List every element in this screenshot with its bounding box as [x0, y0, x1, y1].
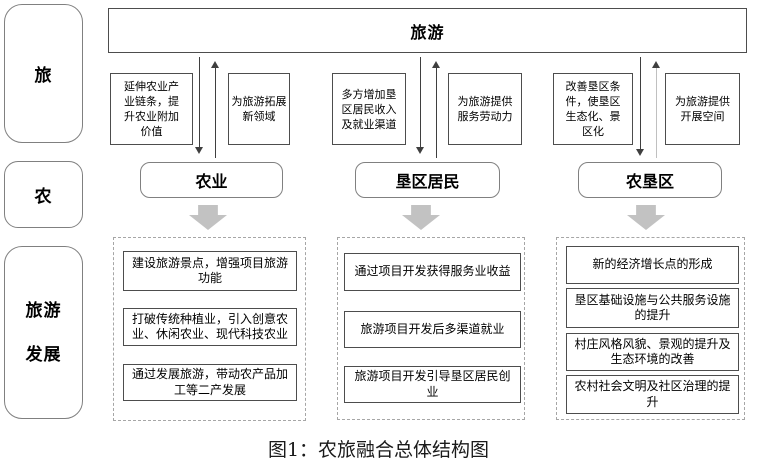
down-arrow-residents [416, 57, 425, 154]
agriculture-to-tourism-benefit-box: 为旅游拓展 新领域 [228, 73, 290, 145]
up-arrow-agriculture [211, 61, 220, 158]
down-arrow-agriculture [195, 57, 204, 154]
outcome-box: 通过项目开发获得服务业收益 [344, 253, 521, 291]
outcome-box: 农村社会文明及社区治理的提 升 [566, 375, 739, 414]
outcome-box: 通过发展旅游，带动农产品加 工等二产发展 [123, 364, 297, 401]
outcome-box: 打破传统种植业，引入创意农 业、休闲农业、现代科技农业 [123, 308, 297, 346]
reclamation-to-tourism-benefit-box: 为旅游提供 开展空间 [665, 73, 740, 145]
entity-box-agriculture: 农业 [140, 162, 283, 198]
down-arrow-reclamation [636, 57, 645, 156]
rail-box-tourism-development: 旅游 发展 [4, 246, 83, 419]
outcome-box: 村庄风格风貌、景观的提升及 生态环境的改善 [566, 333, 739, 371]
residents-to-tourism-benefit-box: 为旅游提供 服务劳动力 [448, 73, 522, 145]
outcome-box: 垦区基础设施与公共服务设施 的提升 [566, 288, 739, 328]
block-arrow-agriculture [189, 205, 227, 230]
outcome-box: 旅游项目开发引导垦区居民创 业 [344, 366, 521, 403]
tourism-to-agriculture-benefit-box: 延伸农业产 业链条，提 升农业附加 价值 [110, 73, 193, 145]
rail-box-tourism: 旅 [4, 4, 83, 143]
outcome-box: 旅游项目开发后多渠道就业 [344, 311, 521, 348]
outcome-group-residents: 通过项目开发获得服务业收益 旅游项目开发后多渠道就业 旅游项目开发引导垦区居民创… [337, 237, 525, 420]
outcome-box: 建设旅游景点，增强项目旅游 功能 [123, 251, 297, 291]
entity-box-residents: 垦区居民 [355, 162, 500, 198]
outcome-group-agriculture: 建设旅游景点，增强项目旅游 功能 打破传统种植业，引入创意农 业、休闲农业、现代… [113, 237, 306, 421]
block-arrow-reclamation [627, 205, 665, 230]
outcome-group-reclamation: 新的经济增长点的形成 垦区基础设施与公共服务设施 的提升 村庄风格风貌、景观的提… [556, 237, 745, 420]
up-arrow-reclamation [652, 61, 661, 158]
rail-box-agriculture: 农 [4, 161, 83, 228]
tourism-root-box: 旅游 [108, 8, 747, 53]
tourism-to-residents-benefit-box: 多方增加垦 区居民收入 及就业渠道 [332, 73, 406, 145]
up-arrow-residents [432, 61, 441, 158]
outcome-box: 新的经济增长点的形成 [566, 246, 739, 284]
figure-caption: 图1：农旅融合总体结构图 [267, 439, 490, 461]
entity-box-reclamation: 农垦区 [578, 162, 722, 198]
tourism-to-reclamation-benefit-box: 改善垦区条 件，使垦区 生态化、景 区化 [553, 73, 633, 145]
block-arrow-residents [402, 205, 440, 230]
